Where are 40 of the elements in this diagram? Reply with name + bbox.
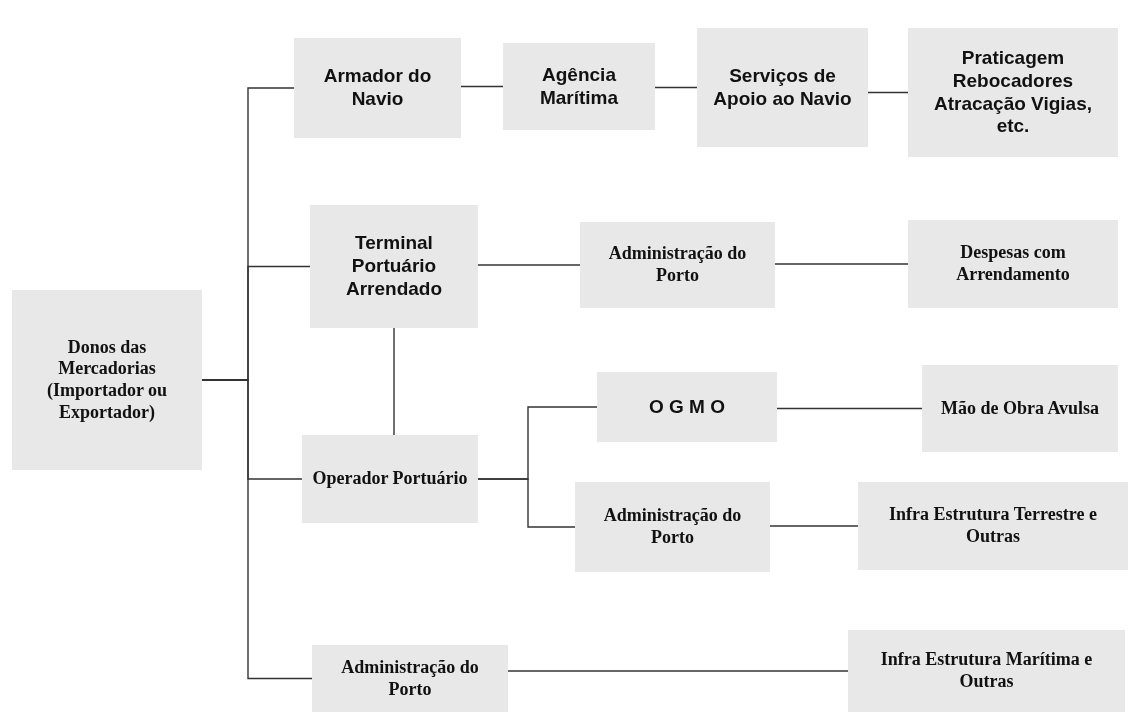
box-label: Administração do Porto <box>340 656 480 701</box>
box-label: Infra Estrutura Terrestre e Outras <box>888 504 1098 548</box>
process-box <box>310 205 478 328</box>
connector-line <box>460 85 504 88</box>
process-box <box>580 222 775 308</box>
process-box <box>312 645 508 712</box>
connector-line <box>477 478 576 528</box>
process-box <box>294 38 461 138</box>
process-box <box>908 220 1118 308</box>
box-label: Terminal Portuário Arrendado <box>344 232 444 301</box>
connector-line <box>477 264 581 266</box>
box-label: Mão de Obra Avulsa <box>940 397 1100 420</box>
box-label: Administração do Porto <box>607 243 748 287</box>
connector-line <box>393 327 395 436</box>
box-label: Armador do Navio <box>322 65 433 111</box>
box-label: Despesas com Arrendamento <box>955 242 1071 286</box>
connector-line <box>769 525 859 527</box>
process-box <box>302 435 478 523</box>
process-box <box>908 28 1118 157</box>
box-label: Agência Marítima <box>538 63 620 110</box>
box-label: Infra Estrutura Marítima e Outras <box>879 649 1094 693</box>
process-box <box>858 482 1128 570</box>
process-box <box>12 290 202 470</box>
box-label: Administração do Porto <box>602 505 743 549</box>
process-box <box>697 28 868 147</box>
process-box <box>503 43 655 130</box>
connector-line <box>774 263 909 265</box>
box-label: O G M O <box>649 395 725 419</box>
connector-line <box>654 86 698 89</box>
process-box <box>597 372 777 442</box>
box-label: Operador Portuário <box>312 468 468 490</box>
process-box <box>922 365 1118 452</box>
connector-line <box>867 91 909 94</box>
box-label: Serviços de Apoio ao Navio <box>712 64 853 111</box>
connector-line <box>507 670 849 672</box>
connector-line <box>776 407 923 410</box>
box-label: Praticagem Rebocadores Atracação Vigias, etc. <box>932 46 1094 139</box>
process-box <box>575 482 770 572</box>
box-label: Donos das Mercadorias (Importador ou Exportador) <box>45 336 169 424</box>
process-box <box>848 630 1125 712</box>
